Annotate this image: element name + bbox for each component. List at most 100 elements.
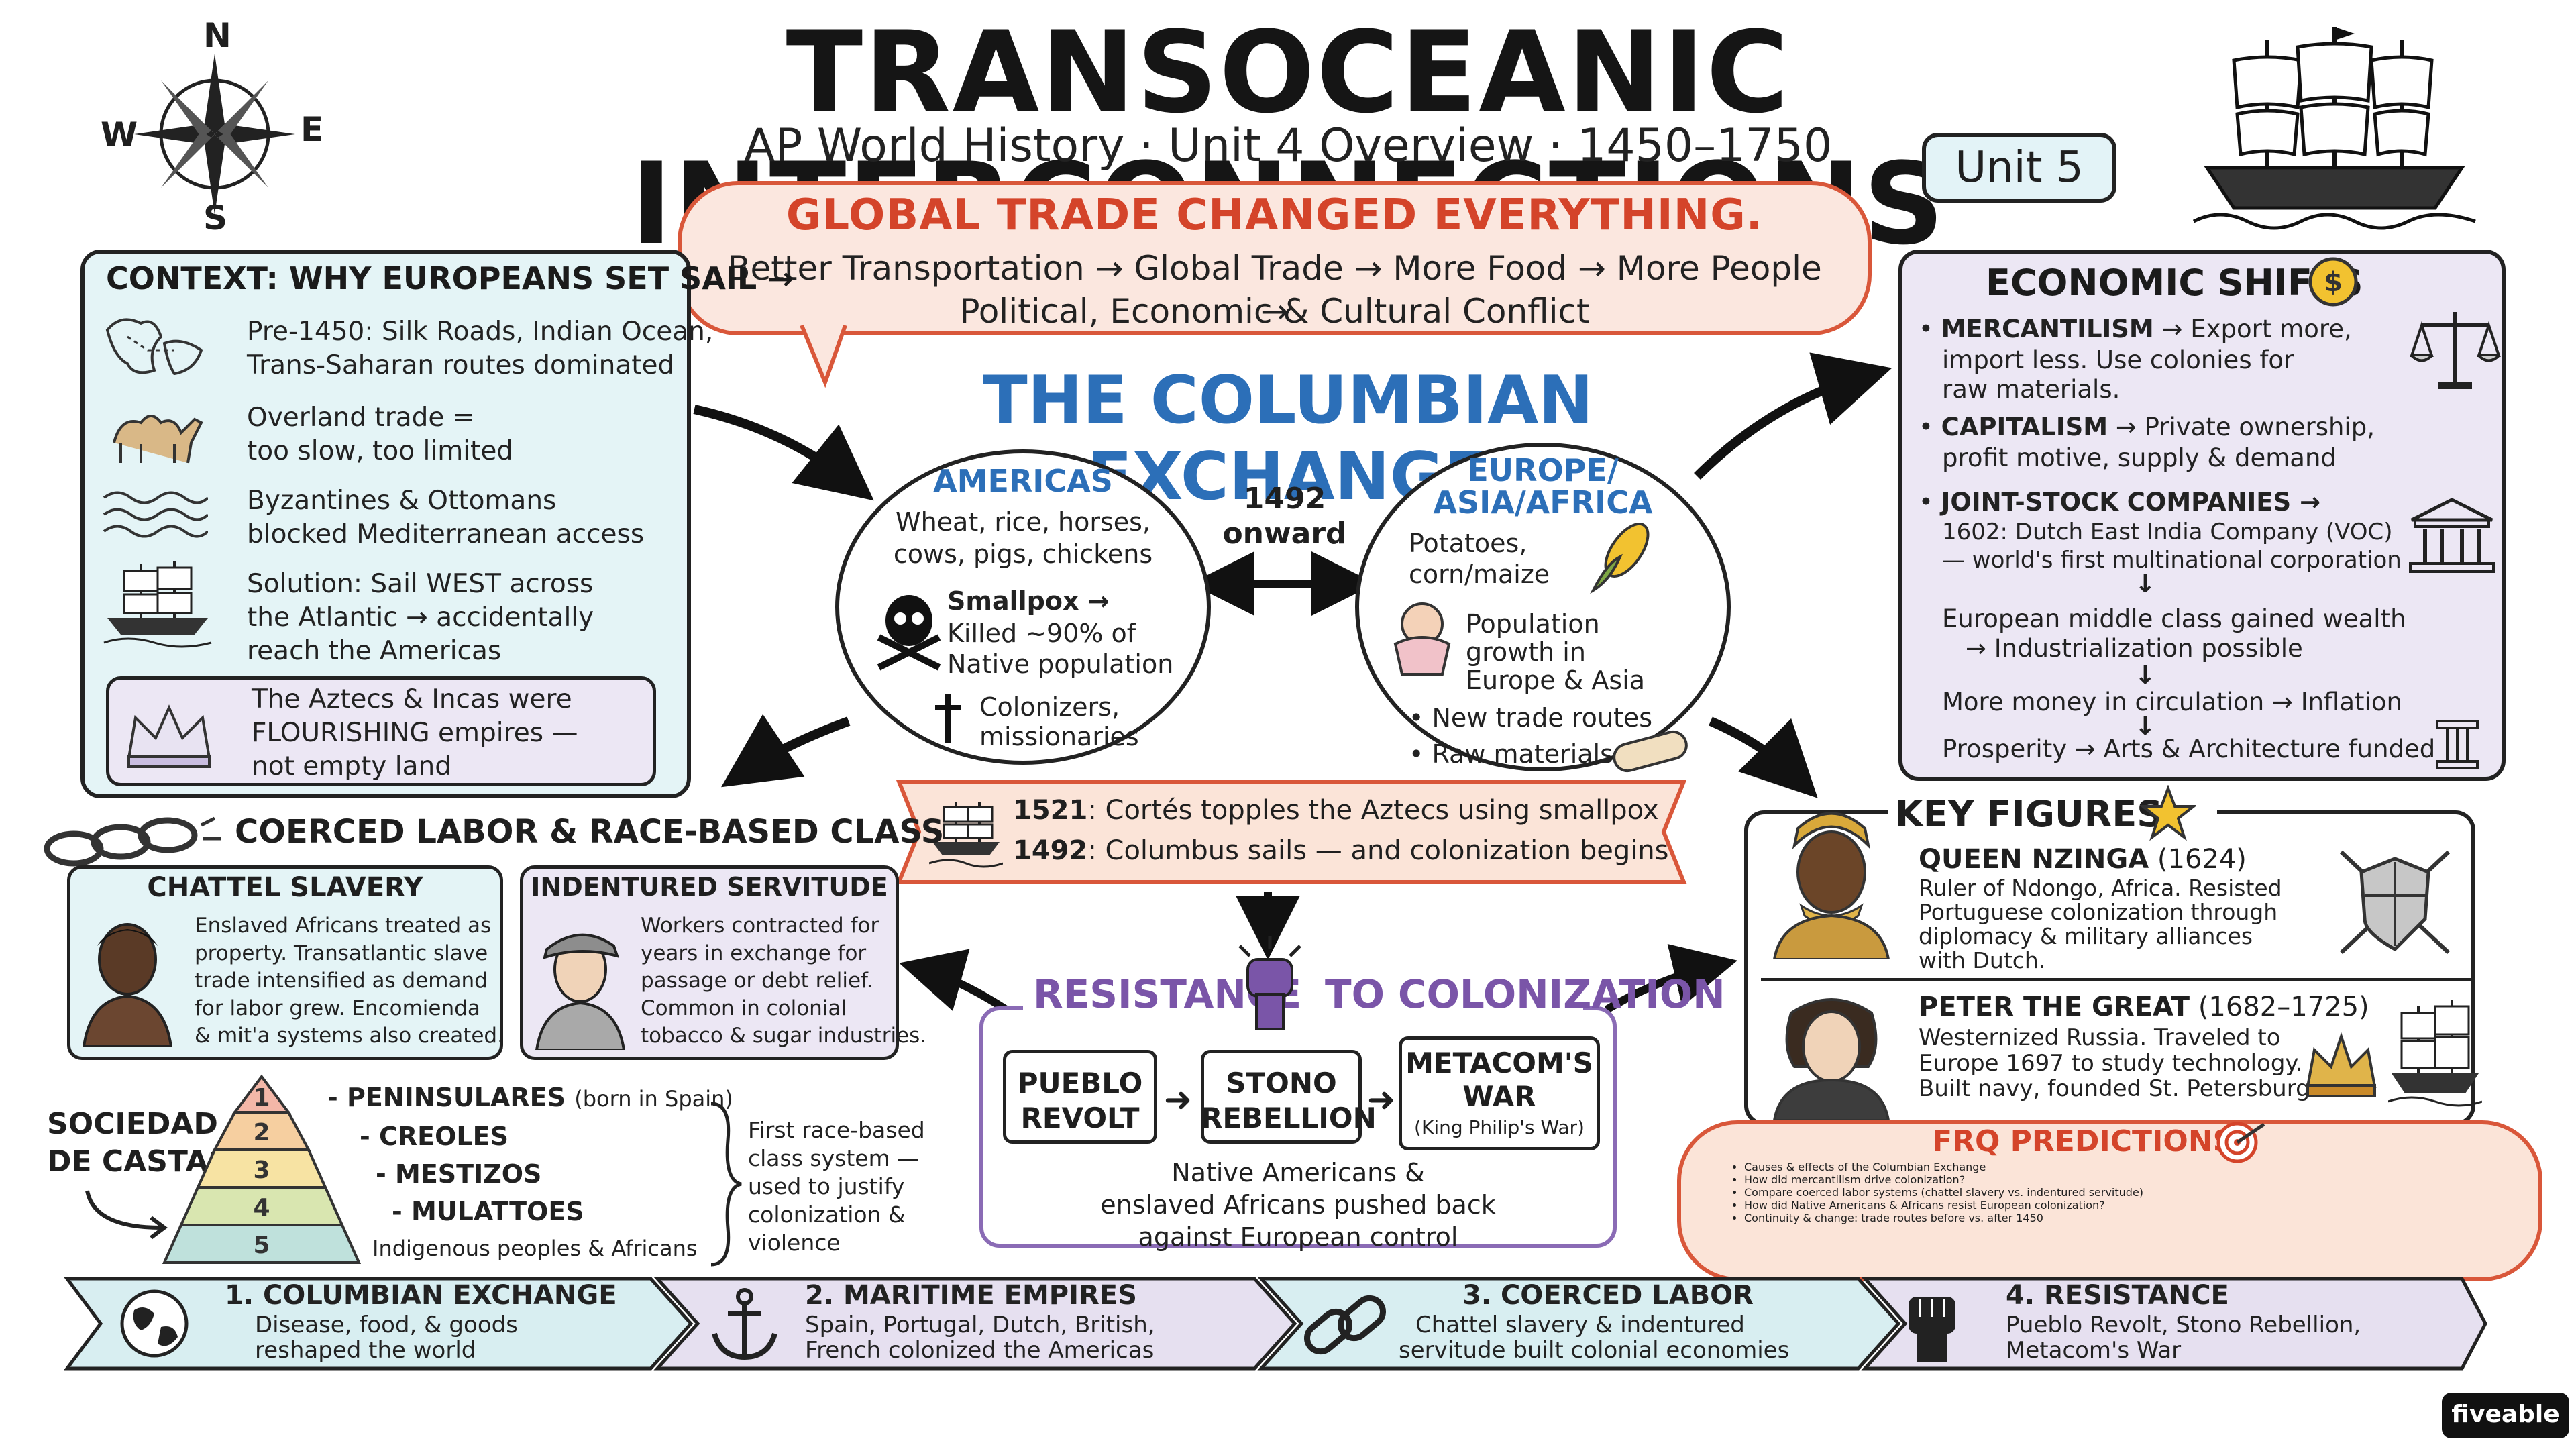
summary-4-title: 4. RESISTANCE (2006, 1280, 2229, 1311)
resistance-caption-1: Native Americans & (1171, 1158, 1425, 1187)
enslaved-person-portrait (82, 923, 173, 1046)
castas-tier-4-number: 4 (253, 1194, 270, 1222)
cross-icon (935, 694, 961, 743)
metacoms-war-box (1399, 1036, 1600, 1150)
smallpox-line-2: Killed ~90% of (947, 619, 1136, 648)
timeline-ribbon (896, 780, 1687, 884)
indentured-line-2: years in exchange for (641, 941, 867, 965)
baby-icon (1393, 602, 1451, 676)
timeline-row-1: 1521: Cortés topples the Aztecs using sm… (1013, 795, 1659, 826)
skull-crossbones-icon (877, 595, 941, 671)
summary-1-line-1: Disease, food, & goods (255, 1311, 518, 1338)
smallpox-line-1: Smallpox → (947, 586, 1110, 616)
castas-pointer-arrow (85, 1190, 168, 1240)
old-world-goods-line-1: Potatoes, (1409, 529, 1527, 558)
navy-ship-icon (2388, 1000, 2482, 1107)
americas-heading: AMERICAS (933, 463, 1113, 499)
log-icon (1613, 730, 1688, 773)
exchange-date-line-2: onward (1222, 517, 1347, 551)
old-world-heading-line-2: ASIA/AFRICA (1433, 484, 1653, 521)
mercantilism-line-2: import less. Use colonies for (1942, 345, 2294, 374)
castas-tier-5-number: 5 (253, 1232, 270, 1259)
frq-item: Compare coerced labor systems (chattel s… (1744, 1186, 2143, 1199)
economic-title: ECONOMIC SHIFTS (1986, 262, 2363, 304)
key-figures-title: KEY FIGURES (1895, 793, 2163, 835)
summary-1-title: 1. COLUMBIAN EXCHANGE (225, 1280, 617, 1311)
camel-icon (113, 415, 203, 464)
smallpox-line-3: Native population (947, 649, 1174, 679)
mercantilism-line-3: raw materials. (1942, 375, 2121, 404)
old-world-bullet-2: • Raw materials (1409, 739, 1613, 769)
castas-tier-5-label: Indigenous peoples & Africans (372, 1236, 698, 1261)
small-ship-icon (929, 802, 1003, 868)
global-trade-banner (678, 181, 1872, 335)
population-line-2: growth in (1466, 637, 1586, 667)
castas-note-line-3: used to justify (748, 1173, 905, 1199)
context-item-3-line-2: blocked Mediterranean access (247, 519, 645, 549)
capitalism-heading: CAPITALISM (1941, 413, 2108, 441)
timeline-row-2: 1492: Columbus sails — and colonization … (1013, 835, 1669, 866)
stono-rebellion-line-2: REBELLION (1201, 1102, 1377, 1134)
coerced-labor-title: COERCED LABOR & RACE-BASED CLASS (235, 813, 945, 851)
castas-note-line-2: class system — (748, 1145, 920, 1171)
chattel-line-2: property. Transatlantic slave (195, 941, 488, 965)
shield-spears-icon (2339, 850, 2451, 955)
americas-goods-line-2: cows, pigs, chickens (893, 539, 1153, 569)
indentured-worker-portrait (535, 933, 626, 1050)
crown-icon (127, 704, 211, 768)
economic-flow-1: European middle class gained wealth (1942, 604, 2406, 633)
castas-tier-3-number: 3 (253, 1157, 270, 1184)
metacoms-war-line-3: (King Philip's War) (1414, 1116, 1585, 1138)
summary-1-line-2: reshaped the world (255, 1337, 476, 1364)
compass-south-label: S (203, 199, 228, 237)
summary-2-title: 2. MARITIME EMPIRES (805, 1280, 1137, 1311)
compass-east-label: E (301, 110, 324, 149)
chain-icon (44, 816, 221, 867)
castas-label-line-1: SOCIEDAD (47, 1107, 218, 1141)
fiveable-logo[interactable]: fiveable (2442, 1393, 2569, 1438)
frq-title: FRQ PREDICTIONS (1932, 1124, 2235, 1159)
raised-fist-icon (1238, 936, 1301, 1030)
banner-line-1: Better Transportation → Global Trade → M… (727, 249, 1822, 331)
castas-tier-2-label: - CREOLES (360, 1122, 508, 1151)
chattel-line-3: trade intensified as demand (195, 969, 488, 993)
callout-line-3: not empty land (252, 751, 451, 782)
bank-building-icon (2409, 498, 2495, 573)
resistance-subtitle: TO COLONIZATION (1325, 971, 1725, 1017)
old-world-bullet-1: • New trade routes (1409, 703, 1653, 733)
stono-rebellion-line-1: STONO (1226, 1067, 1337, 1099)
metacoms-war-line-1: METACOM'S (1405, 1046, 1593, 1079)
resistance-arrow-2: ➜ (1367, 1080, 1395, 1119)
economic-flow-4: Prosperity → Arts & Architecture funded (1942, 735, 2436, 763)
stono-rebellion-box (1201, 1050, 1362, 1144)
peter-line-2: Europe 1697 to study technology. (1919, 1050, 2303, 1077)
unit-badge: Unit 5 (1922, 133, 2116, 203)
economic-shifts-panel (1898, 250, 2506, 781)
chain-link-icon (1304, 1295, 1386, 1355)
flow-arrow-2: ↓ (2135, 660, 2156, 690)
castas-pyramid (162, 1074, 362, 1264)
nzinga-line-4: with Dutch. (1919, 947, 2046, 973)
column-icon (2436, 720, 2479, 769)
population-line-1: Population (1466, 609, 1600, 639)
castas-note-line-5: violence (748, 1230, 841, 1256)
compass-north-label: N (203, 16, 231, 55)
capitalism-line-2: profit motive, supply & demand (1942, 443, 2337, 472)
resistance-arrow-1: ➜ (1164, 1080, 1192, 1119)
compass-west-label: W (101, 115, 138, 154)
exchange-date-line-1: 1492 (1243, 482, 1326, 516)
context-item-2-line-1: Overland trade = (247, 402, 475, 433)
banner-title: GLOBAL TRADE CHANGED EVERYTHING. (786, 191, 1764, 240)
americas-goods-line-1: Wheat, rice, horses, (896, 507, 1150, 537)
mercantilism-heading: MERCANTILISM (1941, 315, 2154, 343)
joint-stock-line-2: — world's first multinational corporatio… (1942, 547, 2402, 574)
castas-tier-1-number: 1 (253, 1084, 270, 1112)
page-subtitle: AP World History · Unit 4 Overview · 145… (743, 119, 1833, 172)
indentured-line-3: passage or debt relief. (641, 969, 873, 993)
castas-brace (710, 1102, 742, 1267)
colonizers-line-1: Colonizers, (979, 692, 1120, 722)
star-icon (2140, 785, 2196, 841)
anchor-icon (712, 1288, 777, 1360)
context-item-3-line-1: Byzantines & Ottomans (247, 486, 557, 516)
